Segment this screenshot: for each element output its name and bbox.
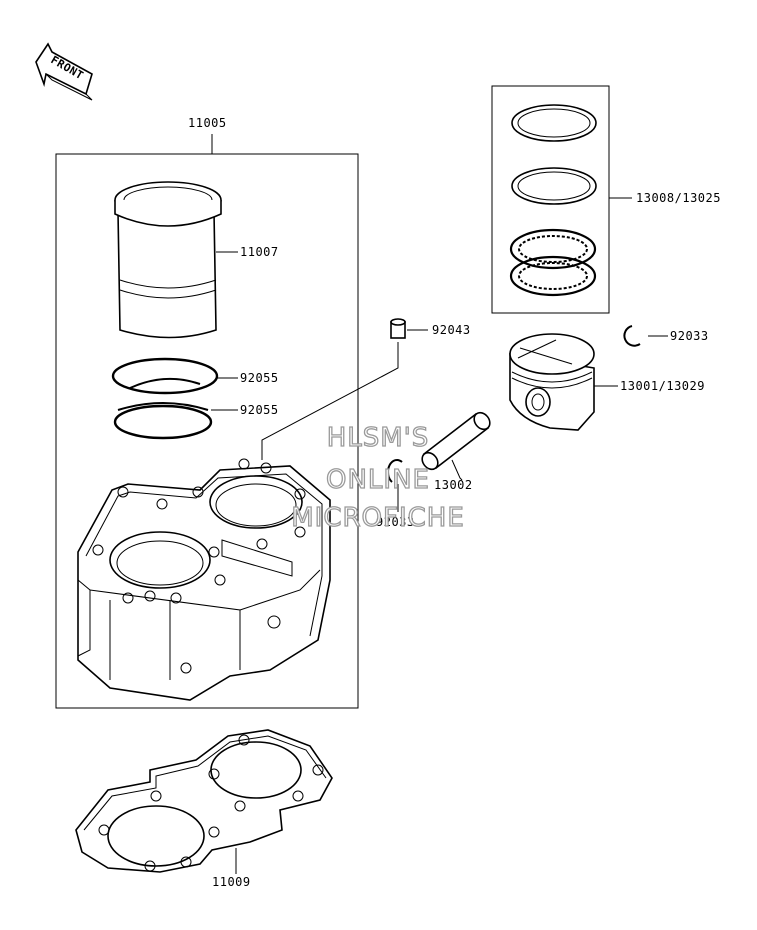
piston xyxy=(509,333,595,431)
label-13002[interactable]: 13002 xyxy=(434,478,473,492)
label-92043[interactable]: 92043 xyxy=(432,323,471,337)
label-13008-13025[interactable]: 13008/13025 xyxy=(636,191,721,205)
o-ring-upper xyxy=(111,357,219,395)
label-11009[interactable]: 11009 xyxy=(212,875,251,889)
watermark: HLSM'S ONLINE MICROFICHE xyxy=(291,422,465,533)
circlip-left xyxy=(387,459,403,483)
piston-ring-box xyxy=(491,85,610,314)
watermark-line-1: HLSM'S xyxy=(327,423,430,453)
watermark-line-3: MICROFICHE xyxy=(291,503,465,533)
cylinder-block xyxy=(77,458,331,701)
base-gasket xyxy=(75,729,333,873)
piston-ring-second xyxy=(511,167,597,205)
label-92055-lower[interactable]: 92055 xyxy=(240,403,279,417)
label-92033-lower[interactable]: 92033 xyxy=(376,515,415,529)
piston-ring-top xyxy=(511,104,597,142)
cylinder-group-box xyxy=(55,153,359,709)
front-arrow-icon: FRONT xyxy=(35,42,93,101)
watermark-line-2: ONLINE xyxy=(326,465,430,495)
o-ring-lower xyxy=(113,402,213,440)
dowel-pin xyxy=(390,318,406,339)
label-92055-upper[interactable]: 92055 xyxy=(240,371,279,385)
cylinder-sleeve xyxy=(114,181,222,339)
piston-ring-oil xyxy=(509,228,597,297)
label-92033-right[interactable]: 92033 xyxy=(670,329,709,343)
circlip-right xyxy=(623,325,641,347)
label-13001-13029[interactable]: 13001/13029 xyxy=(620,379,705,393)
label-11005[interactable]: 11005 xyxy=(188,116,227,130)
piston-pin xyxy=(421,411,491,471)
label-11007[interactable]: 11007 xyxy=(240,245,279,259)
